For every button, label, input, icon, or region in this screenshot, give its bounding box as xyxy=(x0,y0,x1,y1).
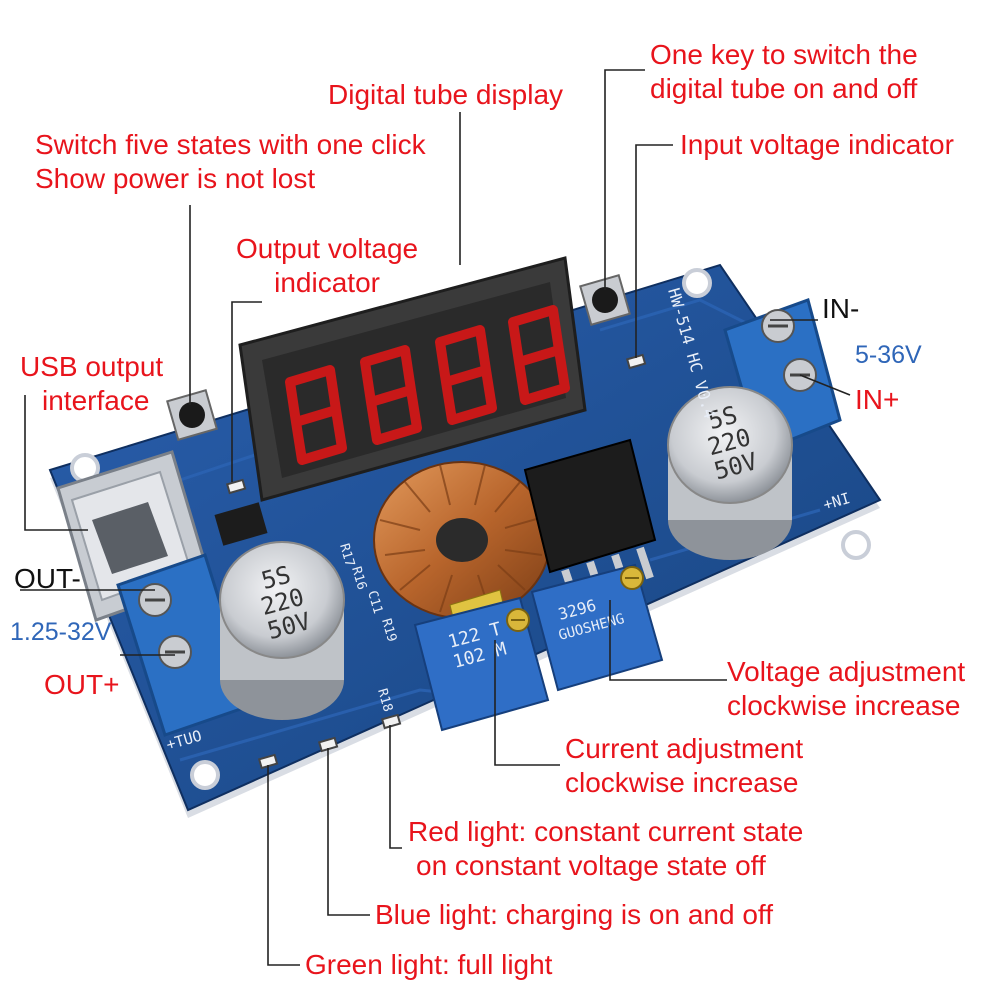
voltage-potentiometer: 3296 GUOSHENG xyxy=(530,563,664,692)
current-potentiometer: 122 T 102 M xyxy=(413,596,550,732)
label-in-plus: IN+ xyxy=(855,384,900,415)
silk-r17: R17 xyxy=(336,542,357,569)
callout-text: Input voltage indicator xyxy=(680,129,954,160)
callout-text: Digital tube display xyxy=(328,79,564,110)
right-electrolytic-capacitor: 5S 220 50V xyxy=(667,386,793,560)
leader-blue-light xyxy=(327,748,370,916)
callout-switch-five-states: Switch five states with one click Show p… xyxy=(35,128,426,196)
callout-text-line1: Red light: constant current state xyxy=(408,816,804,847)
leader-voltage-adjustment xyxy=(609,600,727,681)
callout-text-line1: USB output xyxy=(20,351,164,382)
silk-r16: R16 xyxy=(348,565,369,592)
callout-output-voltage-indicator: Output voltage indicator xyxy=(236,232,418,300)
output-terminal-block xyxy=(116,553,254,737)
mounting-hole xyxy=(190,760,220,790)
display-toggle-push-button xyxy=(579,274,631,326)
silk-c11: C11 xyxy=(364,589,385,616)
callout-one-key: One key to switch the digital tube on an… xyxy=(650,38,918,106)
mounting-hole xyxy=(682,268,712,298)
red-status-led xyxy=(380,713,402,730)
callout-text-line2: digital tube on and off xyxy=(650,73,918,104)
silk-r19: R19 xyxy=(378,617,399,644)
callout-text-line2: indicator xyxy=(274,267,380,298)
callout-text-line2: clockwise increase xyxy=(727,690,961,721)
small-ic xyxy=(214,502,268,546)
callout-current-adjustment: Current adjustment clockwise increase xyxy=(565,732,803,800)
silk-r18: R18 xyxy=(374,687,395,714)
callout-text-line1: Switch five states with one click xyxy=(35,129,426,160)
callout-text-line2: clockwise increase xyxy=(565,767,799,798)
callout-red-light: Red light: constant current state on con… xyxy=(408,815,803,883)
display-digits xyxy=(285,305,570,465)
blue-status-led xyxy=(317,736,339,753)
leader-input-indicator xyxy=(635,144,673,358)
callout-text-line1: Current adjustment xyxy=(565,733,804,764)
leader-green-light xyxy=(267,765,300,966)
label-in-minus: IN- xyxy=(822,293,860,324)
mounting-hole xyxy=(841,530,871,560)
leader-output-indicator xyxy=(231,301,262,482)
callout-text-line2: Show power is not lost xyxy=(35,163,316,194)
digital-tube-display xyxy=(238,256,587,502)
label-output-range: 1.25-32V xyxy=(10,618,112,646)
leader-usb xyxy=(24,395,88,531)
callout-text-line2: on constant voltage state off xyxy=(416,850,766,881)
callout-green-light: Green light: full light xyxy=(305,948,552,982)
leader-one-key xyxy=(604,69,645,290)
callout-text: Blue light: charging is on and off xyxy=(375,899,773,930)
leader-red-light xyxy=(389,725,402,849)
callout-text-line1: Voltage adjustment xyxy=(727,656,966,687)
output-voltage-led xyxy=(225,478,247,495)
left-electrolytic-capacitor: 5S 220 50V xyxy=(219,541,345,720)
label-input-range: 5-36V xyxy=(855,341,922,369)
leader-in-plus xyxy=(799,374,851,396)
mode-push-button xyxy=(166,389,218,441)
callout-text-line1: Output voltage xyxy=(236,233,419,264)
green-status-led xyxy=(257,753,279,770)
callout-voltage-adjustment: Voltage adjustment clockwise increase xyxy=(727,655,965,723)
callout-text-line2: interface xyxy=(42,385,150,416)
callout-input-voltage-indicator: Input voltage indicator xyxy=(680,128,954,162)
input-voltage-led xyxy=(625,353,647,370)
label-out-minus: OUT- xyxy=(14,563,81,594)
callout-blue-light: Blue light: charging is on and off xyxy=(375,898,773,932)
callout-digital-tube-display: Digital tube display xyxy=(328,78,563,112)
leader-current-adjustment xyxy=(494,640,560,766)
indicator-leds xyxy=(225,353,647,770)
callout-usb-output-interface: USB output interface xyxy=(20,350,163,418)
mounting-holes xyxy=(70,268,871,790)
label-out-plus: OUT+ xyxy=(44,669,120,700)
toroid-inductor xyxy=(373,461,551,627)
callout-text-line1: One key to switch the xyxy=(650,39,918,70)
callout-text: Green light: full light xyxy=(305,949,553,980)
